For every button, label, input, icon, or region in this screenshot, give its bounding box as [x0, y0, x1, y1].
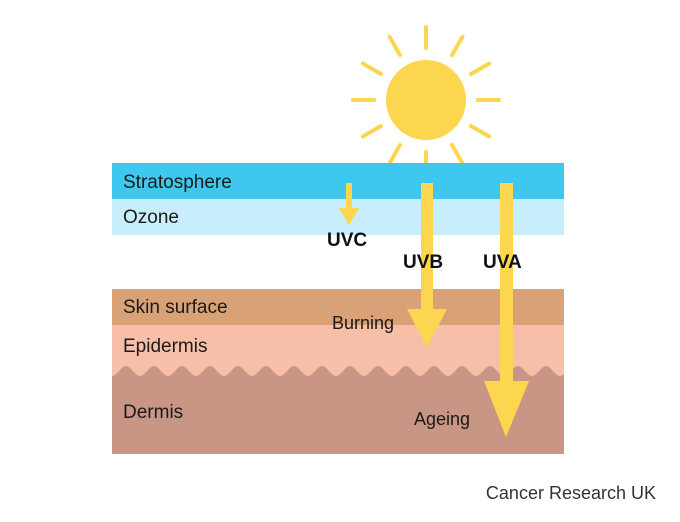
- ozone-layer: [112, 199, 564, 235]
- skin-surface-layer: [112, 289, 564, 325]
- dermis-label: Dermis: [123, 402, 183, 423]
- stratosphere-label: Stratosphere: [123, 172, 232, 193]
- uvc-label: UVC: [327, 230, 367, 251]
- skin-surface-label: Skin surface: [123, 297, 228, 318]
- sun-ray: [387, 143, 402, 166]
- uvb-label: UVB: [403, 252, 443, 273]
- burning-label: Burning: [332, 313, 394, 333]
- uva-arrow-icon: [484, 183, 529, 437]
- sun-ray: [450, 143, 465, 166]
- sun-ray: [450, 34, 465, 57]
- sun-ray: [360, 124, 383, 139]
- sun-ray: [387, 34, 402, 57]
- sun-icon: [351, 25, 501, 175]
- uvc-arrow-icon: [339, 183, 359, 225]
- dermis-layer: [112, 366, 564, 454]
- sun-ray: [360, 61, 383, 76]
- sun-ray: [469, 124, 492, 139]
- uva-label: UVA: [483, 252, 522, 273]
- sun-ray: [469, 61, 492, 76]
- stratosphere-layer: [112, 163, 564, 199]
- credit-text: Cancer Research UK: [485, 483, 656, 503]
- ageing-label: Ageing: [414, 409, 470, 429]
- ozone-label: Ozone: [123, 207, 179, 228]
- epidermis-label: Epidermis: [123, 336, 207, 357]
- uvb-arrow-icon: [407, 183, 447, 347]
